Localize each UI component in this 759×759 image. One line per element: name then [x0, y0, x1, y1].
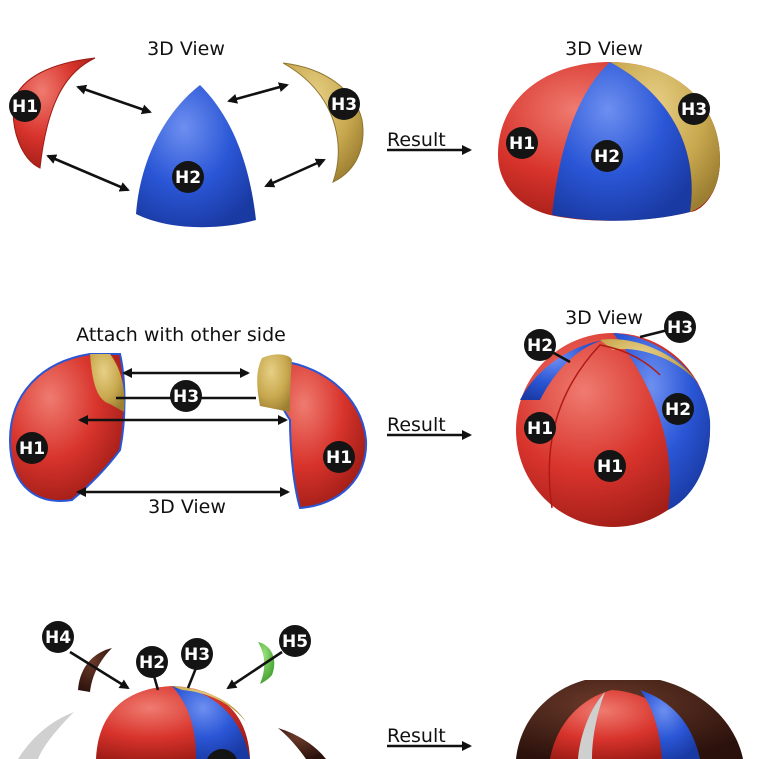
- badge-h1: H1: [323, 441, 355, 473]
- row-1-result: 3D View H1 H2 H3: [498, 38, 720, 221]
- svg-text:H2: H2: [527, 336, 553, 356]
- leader-line: [186, 667, 198, 689]
- badge-h3: H3: [328, 88, 360, 120]
- arrow: [226, 650, 283, 690]
- svg-text:H5: H5: [282, 632, 308, 652]
- view-label: 3D View: [565, 38, 643, 60]
- row-3-result: [516, 680, 743, 759]
- badge-h2-partial: [207, 749, 237, 759]
- half-right-h3: [257, 354, 292, 412]
- attach-label: Attach with other side: [76, 324, 286, 346]
- leader-line: [639, 328, 669, 339]
- dome-h2: [552, 62, 692, 221]
- ball-h2-left: [520, 340, 605, 400]
- ball-gray-strip: [578, 692, 605, 759]
- seam: [548, 344, 661, 509]
- ball-partial-h2: [172, 686, 250, 759]
- panel-h2: [136, 85, 256, 228]
- row-2-exploded: Attach with other side 3D View H3 H1 H1: [8, 324, 368, 518]
- arrow: [227, 82, 289, 104]
- view-label: 3D View: [565, 307, 643, 329]
- panel-h4: [78, 648, 112, 692]
- badge-h1: H1: [16, 432, 48, 464]
- badge-h1: H1: [9, 90, 41, 122]
- panel-brown: [278, 728, 326, 759]
- svg-text:H1: H1: [509, 134, 535, 154]
- svg-text:H3: H3: [667, 318, 693, 338]
- row-1-exploded: 3D View H1 H2 H3: [9, 38, 364, 228]
- ball-final-h2: [640, 690, 700, 759]
- row-3-exploded: H4 H2 H3 H5: [18, 621, 326, 759]
- badge-h1: H1: [594, 450, 626, 482]
- ball-h2-right: [613, 333, 711, 510]
- svg-text:H2: H2: [594, 147, 620, 167]
- result-label: Result: [387, 129, 446, 151]
- svg-text:H3: H3: [184, 645, 210, 665]
- badge-h1: H1: [506, 127, 538, 159]
- svg-text:H2: H2: [665, 400, 691, 420]
- result-arrow-2: Result: [387, 414, 472, 440]
- result-arrow-3: Result: [387, 725, 472, 751]
- leader-line: [551, 350, 571, 364]
- svg-text:H1: H1: [527, 419, 553, 439]
- leader-line: [152, 675, 160, 691]
- badge-h5: H5: [279, 625, 311, 657]
- panel-gray: [18, 712, 74, 759]
- svg-text:H1: H1: [19, 439, 45, 459]
- view-label: 3D View: [148, 496, 226, 518]
- badge-h3: H3: [678, 93, 710, 125]
- badge-h4: H4: [42, 621, 74, 653]
- arrow: [264, 158, 326, 188]
- view-label: 3D View: [147, 38, 225, 60]
- ball-h3: [600, 339, 700, 385]
- badge-h2: H2: [591, 140, 623, 172]
- panel-h1: [12, 57, 96, 169]
- badge-h1: H1: [524, 412, 556, 444]
- svg-text:H2: H2: [175, 168, 201, 188]
- badge-h2: H2: [172, 161, 204, 193]
- half-left-h1: [8, 353, 126, 502]
- result-label: Result: [387, 414, 446, 436]
- svg-text:H3: H3: [173, 387, 199, 407]
- badge-h3: H3: [664, 311, 696, 343]
- svg-text:H1: H1: [597, 457, 623, 477]
- svg-text:H1: H1: [12, 97, 38, 117]
- arrow: [69, 650, 130, 690]
- badge-h3: H3: [170, 380, 202, 412]
- result-arrow-1: Result: [387, 129, 472, 155]
- svg-text:H3: H3: [681, 100, 707, 120]
- svg-text:H1: H1: [326, 448, 352, 468]
- arrow: [46, 154, 130, 192]
- badge-h3: H3: [181, 638, 213, 670]
- svg-text:H2: H2: [139, 653, 165, 673]
- badge-h2: H2: [524, 329, 556, 361]
- row-2-result: 3D View H2 H3 H1 H2 H1: [516, 307, 711, 527]
- badge-h2: H2: [136, 646, 168, 678]
- result-label: Result: [387, 725, 446, 747]
- svg-text:H4: H4: [45, 628, 71, 648]
- half-left-h3: [90, 354, 125, 412]
- panel-h3: [282, 62, 364, 183]
- badge-h2: H2: [662, 393, 694, 425]
- arrow: [76, 84, 152, 115]
- svg-text:H3: H3: [331, 95, 357, 115]
